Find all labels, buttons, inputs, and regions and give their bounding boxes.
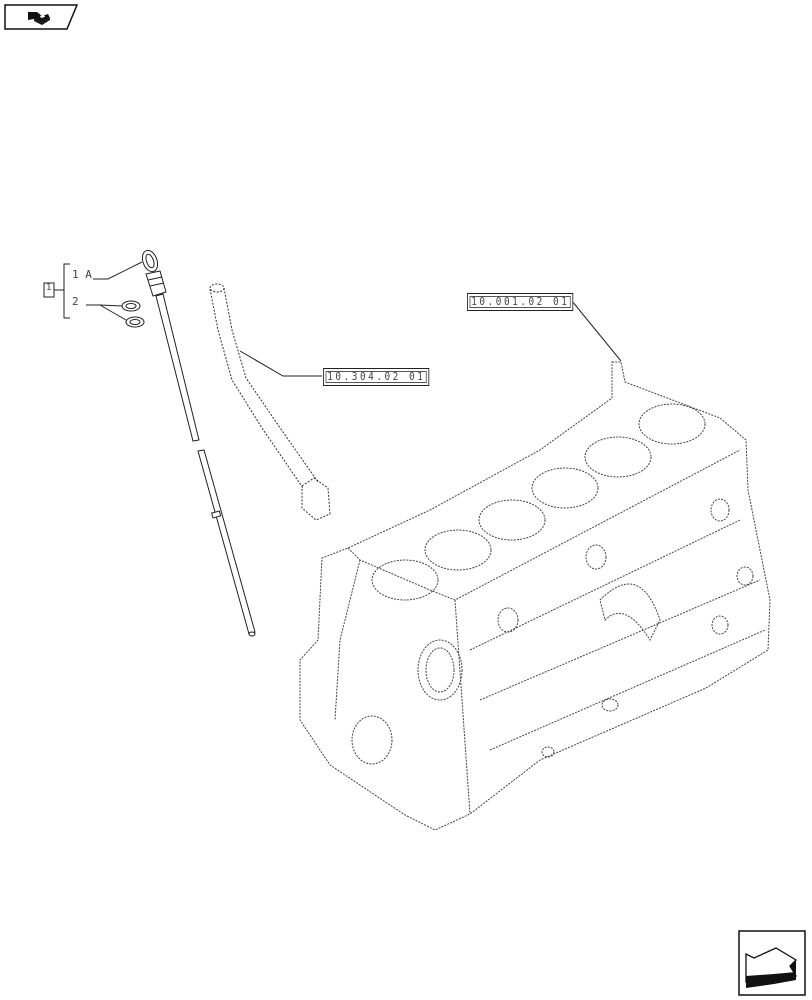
oil-dipstick — [141, 249, 256, 637]
engine-cylinder-block — [299, 361, 771, 831]
next-page-button[interactable] — [738, 930, 806, 996]
book-page-back-icon — [4, 4, 78, 30]
prev-page-button[interactable] — [4, 4, 78, 30]
callout-item-1a[interactable]: 1 A — [72, 268, 92, 281]
tube-reference-link[interactable]: 10.304.02 01 — [323, 368, 430, 386]
arrow-next-page-icon — [738, 930, 806, 996]
dipstick-guide-tube — [209, 283, 331, 521]
engine-block-reference-link[interactable]: 10.001.02 01 — [467, 293, 574, 311]
o-ring-seals — [121, 300, 145, 328]
callout-item-2[interactable]: 2 — [72, 295, 79, 308]
callout-bracket — [43, 261, 143, 321]
callout-group-label: 1 — [46, 283, 52, 293]
